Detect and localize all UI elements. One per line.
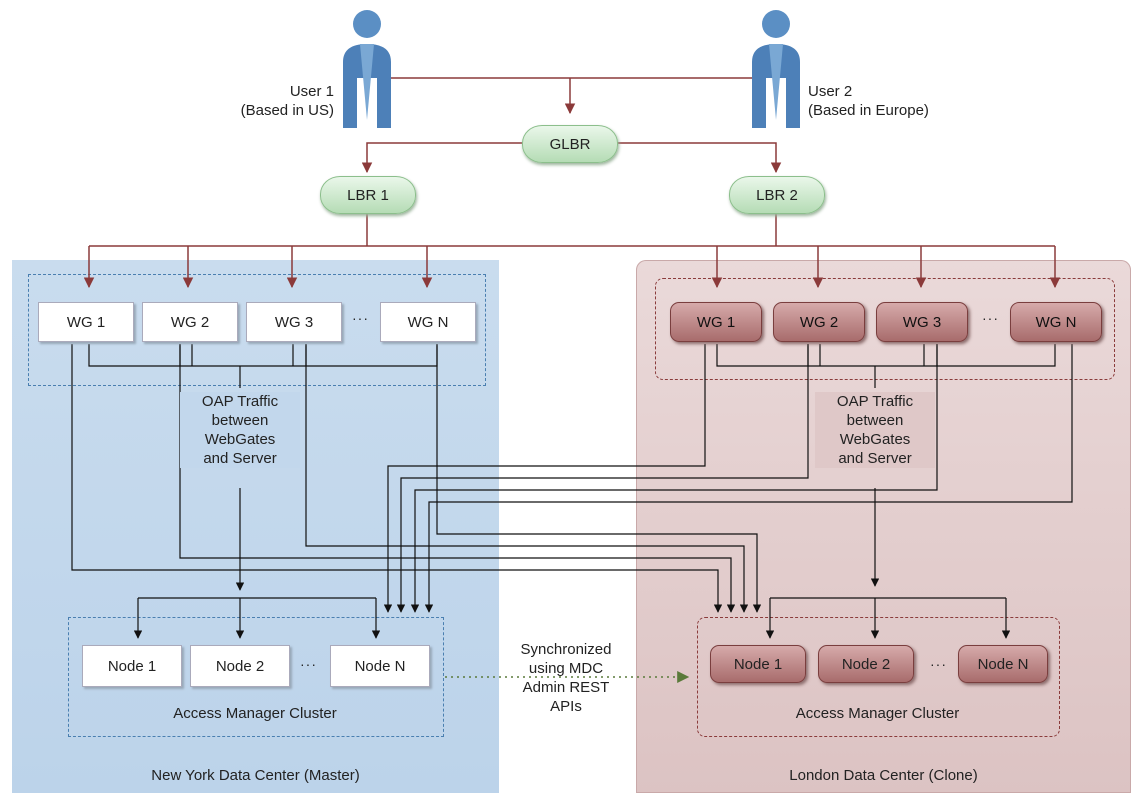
- london-oap-traffic-label: OAP Traffic between WebGates and Server: [815, 392, 935, 468]
- ny-traffic-line-2: between: [211, 412, 269, 429]
- ny-node-2: Node 2: [190, 645, 290, 687]
- ny-webgate-group: [28, 274, 486, 386]
- ny-webgate-ellipsis: ···: [352, 310, 369, 326]
- user-1-label: User 1 (Based in US): [196, 82, 334, 120]
- london-webgate-2: WG 2: [773, 302, 865, 342]
- new-york-data-center-region: [12, 260, 499, 793]
- london-webgate-group: [655, 278, 1115, 380]
- london-node-n: Node N: [958, 645, 1048, 683]
- ny-webgate-3: WG 3: [246, 302, 342, 342]
- user-2-name: User 2: [808, 83, 853, 100]
- sync-line-2: using MDC: [528, 660, 604, 677]
- ny-webgate-n: WG N: [380, 302, 476, 342]
- ny-oap-traffic-label: OAP Traffic between WebGates and Server: [180, 392, 300, 468]
- ny-node-1: Node 1: [82, 645, 182, 687]
- london-data-center-title: London Data Center (Clone): [789, 767, 978, 784]
- london-node-2: Node 2: [818, 645, 914, 683]
- sync-line-4: APIs: [550, 698, 582, 715]
- new-york-data-center-title: New York Data Center (Master): [151, 767, 360, 784]
- london-data-center-region: [636, 260, 1131, 793]
- ny-cluster-label: Access Manager Cluster: [173, 705, 337, 722]
- user-1-location: (Based in US): [240, 102, 334, 119]
- lbr1-load-balancer: LBR 1: [320, 176, 416, 214]
- sync-line-3: Admin REST: [522, 679, 610, 696]
- ny-node-ellipsis: ···: [300, 656, 317, 672]
- london-webgate-ellipsis: ···: [982, 310, 999, 326]
- ny-access-manager-cluster: [68, 617, 444, 737]
- user-2-figure: [752, 10, 800, 128]
- ny-webgate-2: WG 2: [142, 302, 238, 342]
- glbr-load-balancer: GLBR: [522, 125, 618, 163]
- london-traffic-line-1: OAP Traffic: [836, 393, 914, 410]
- user-1-figure: [343, 10, 391, 128]
- ny-traffic-line-1: OAP Traffic: [201, 393, 279, 410]
- sync-label: Synchronized using MDC Admin REST APIs: [500, 640, 632, 716]
- london-traffic-line-4: and Server: [838, 450, 912, 467]
- london-traffic-line-2: between: [846, 412, 904, 429]
- london-webgate-n: WG N: [1010, 302, 1102, 342]
- ny-node-n: Node N: [330, 645, 430, 687]
- london-access-manager-cluster: [697, 617, 1060, 737]
- london-webgate-1: WG 1: [670, 302, 762, 342]
- london-traffic-line-3: WebGates: [839, 431, 911, 448]
- london-cluster-label: Access Manager Cluster: [795, 705, 960, 722]
- lbr2-load-balancer: LBR 2: [729, 176, 825, 214]
- glbr-to-lbr2-line: [613, 142, 782, 174]
- glbr-to-lbr1-line: [361, 142, 525, 174]
- ny-traffic-line-3: WebGates: [204, 431, 276, 448]
- ny-webgate-1: WG 1: [38, 302, 134, 342]
- user-2-location: (Based in Europe): [808, 102, 929, 119]
- user-2-label: User 2 (Based in Europe): [808, 82, 978, 120]
- london-node-1: Node 1: [710, 645, 806, 683]
- user-1-name: User 1: [289, 83, 334, 100]
- sync-line-1: Synchronized: [520, 641, 612, 658]
- london-node-ellipsis: ···: [930, 656, 947, 672]
- ny-traffic-line-4: and Server: [203, 450, 277, 467]
- london-webgate-3: WG 3: [876, 302, 968, 342]
